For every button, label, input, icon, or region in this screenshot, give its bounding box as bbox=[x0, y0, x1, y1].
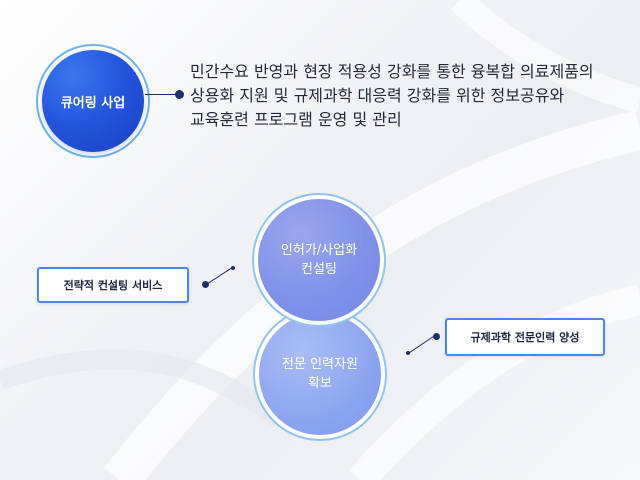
consulting-line-2: 컨설팅 bbox=[301, 262, 337, 277]
curing-business-circle: 큐어링 사업 bbox=[42, 50, 144, 152]
curing-business-label: 큐어링 사업 bbox=[60, 95, 126, 111]
regulatory-science-box: 규제과학 전문인력 양성 bbox=[445, 318, 605, 356]
workforce-circle: 전문 인력자원 확보 bbox=[259, 313, 381, 435]
consulting-line-1: 인허가/사업화 bbox=[280, 243, 358, 258]
right-connector-dot bbox=[433, 333, 440, 340]
strategic-consulting-label: 전략적 컨설팅 서비스 bbox=[63, 279, 163, 292]
top-connector-line bbox=[145, 94, 179, 95]
regulatory-science-label: 규제과학 전문인력 양성 bbox=[470, 331, 580, 344]
business-description: 민간수요 반영과 현장 적용성 강화를 통한 융복합 의료제품의 상용화 지원 … bbox=[190, 60, 630, 132]
workforce-line-1: 전문 인력자원 bbox=[282, 357, 358, 372]
description-line-1: 민간수요 반영과 현장 적용성 강화를 통한 융복합 의료제품의 bbox=[190, 62, 594, 81]
strategic-consulting-box: 전략적 컨설팅 서비스 bbox=[37, 267, 189, 303]
workforce-line-2: 확보 bbox=[308, 376, 332, 391]
right-connector-start bbox=[406, 351, 410, 355]
description-line-2: 상용화 지원 및 규제과학 대응력 강화를 위한 정보공유와 bbox=[190, 86, 565, 105]
left-connector-end bbox=[231, 266, 235, 270]
left-connector-dot bbox=[202, 281, 209, 288]
consulting-circle: 인허가/사업화 컨설팅 bbox=[258, 199, 380, 321]
top-connector-dot bbox=[175, 90, 184, 99]
description-line-3: 교육훈련 프로그램 운영 및 관리 bbox=[190, 110, 402, 129]
